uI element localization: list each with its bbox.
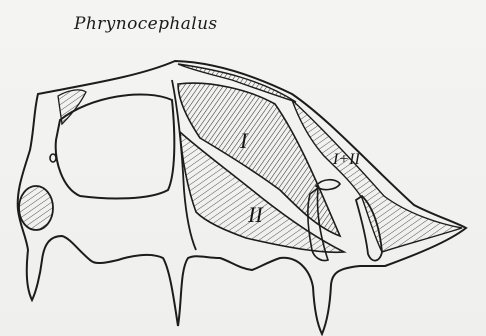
premaxilla-bulge [19,186,53,230]
small-fenestra [316,180,340,190]
genus-label: Phrynocephalus [74,14,218,34]
muscle-2-label: II [248,204,263,226]
posterior-muscle [292,100,462,252]
nostril [50,154,56,162]
muscle-1-label: I [240,130,247,152]
muscle-combined-label: I+II [333,152,360,168]
